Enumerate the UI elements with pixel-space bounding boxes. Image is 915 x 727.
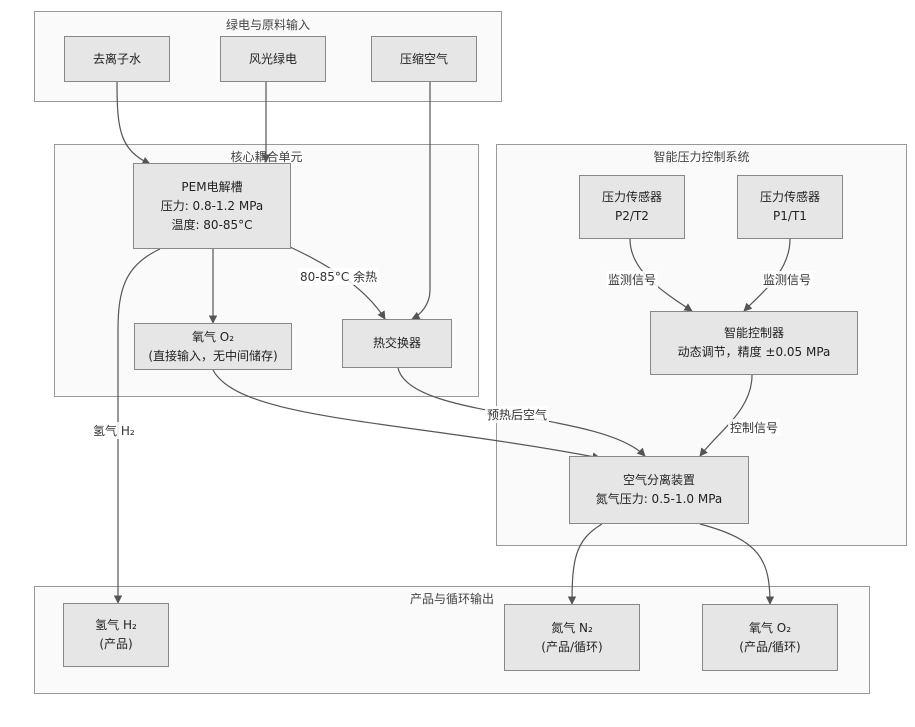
node-green-power-label: 风光绿电 [249,50,297,69]
node-smart-controller: 智能控制器 动态调节，精度 ±0.05 MPa [650,311,858,375]
edge-asu-to-n2 [572,524,602,604]
node-heat-exchanger: 热交换器 [342,319,452,368]
node-sensor-p2-id: P2/T2 [615,207,649,226]
edge-asu-to-o2-out [700,524,770,604]
node-pem-pressure: 压力: 0.8-1.2 MPa [161,197,264,216]
node-controller-title: 智能控制器 [724,324,784,343]
node-pressure-sensor-p2: 压力传感器 P2/T2 [579,175,685,239]
edge-label-hydrogen: 氢气 H₂ [91,422,137,439]
edge-label-preheated-air: 预热后空气 [485,406,549,423]
edge-label-control-signal: 控制信号 [728,419,780,436]
node-pem-temperature: 温度: 80-85°C [171,216,252,235]
node-oxygen-direct-note: (直接输入，无中间储存) [148,347,277,366]
edge-label-waste-heat: 80-85°C 余热 [298,268,379,285]
node-hydrogen-output: 氢气 H₂ (产品) [63,603,169,667]
node-asu-pressure: 氮气压力: 0.5-1.0 MPa [596,490,723,509]
edge-air-to-heat-exchanger [412,82,430,319]
node-sensor-p1-title: 压力传感器 [760,188,820,207]
node-asu-title: 空气分离装置 [623,471,695,490]
node-compressed-air: 压缩空气 [371,36,477,82]
node-nitrogen-output-note: (产品/循环) [541,638,602,657]
node-oxygen-direct-title: 氧气 O₂ [192,328,234,347]
node-sensor-p1-id: P1/T1 [773,207,807,226]
node-pressure-sensor-p1: 压力传感器 P1/T1 [737,175,843,239]
node-pem-electrolyzer: PEM电解槽 压力: 0.8-1.2 MPa 温度: 80-85°C [133,163,291,249]
node-hydrogen-output-note: (产品) [99,635,132,654]
node-controller-detail: 动态调节，精度 ±0.05 MPa [678,343,831,362]
node-hydrogen-output-title: 氢气 H₂ [95,616,137,635]
node-oxygen-output-title: 氧气 O₂ [749,619,791,638]
node-deionized-water-label: 去离子水 [93,50,141,69]
node-oxygen-direct: 氧气 O₂ (直接输入，无中间储存) [134,323,292,370]
node-nitrogen-output-title: 氮气 N₂ [551,619,593,638]
edge-label-monitor-right: 监测信号 [761,271,813,288]
node-nitrogen-output: 氮气 N₂ (产品/循环) [504,604,640,671]
node-compressed-air-label: 压缩空气 [400,50,448,69]
edge-water-to-pem [117,82,150,164]
node-oxygen-output: 氧气 O₂ (产品/循环) [702,604,838,671]
edge-controller-to-asu [700,375,752,456]
edge-label-monitor-left: 监测信号 [606,271,658,288]
node-green-power: 风光绿电 [220,36,326,82]
node-heat-exchanger-label: 热交换器 [373,334,421,353]
node-oxygen-output-note: (产品/循环) [739,638,800,657]
node-deionized-water: 去离子水 [64,36,170,82]
node-pem-title: PEM电解槽 [181,178,242,197]
node-sensor-p2-title: 压力传感器 [602,188,662,207]
node-air-separation-unit: 空气分离装置 氮气压力: 0.5-1.0 MPa [569,456,749,524]
